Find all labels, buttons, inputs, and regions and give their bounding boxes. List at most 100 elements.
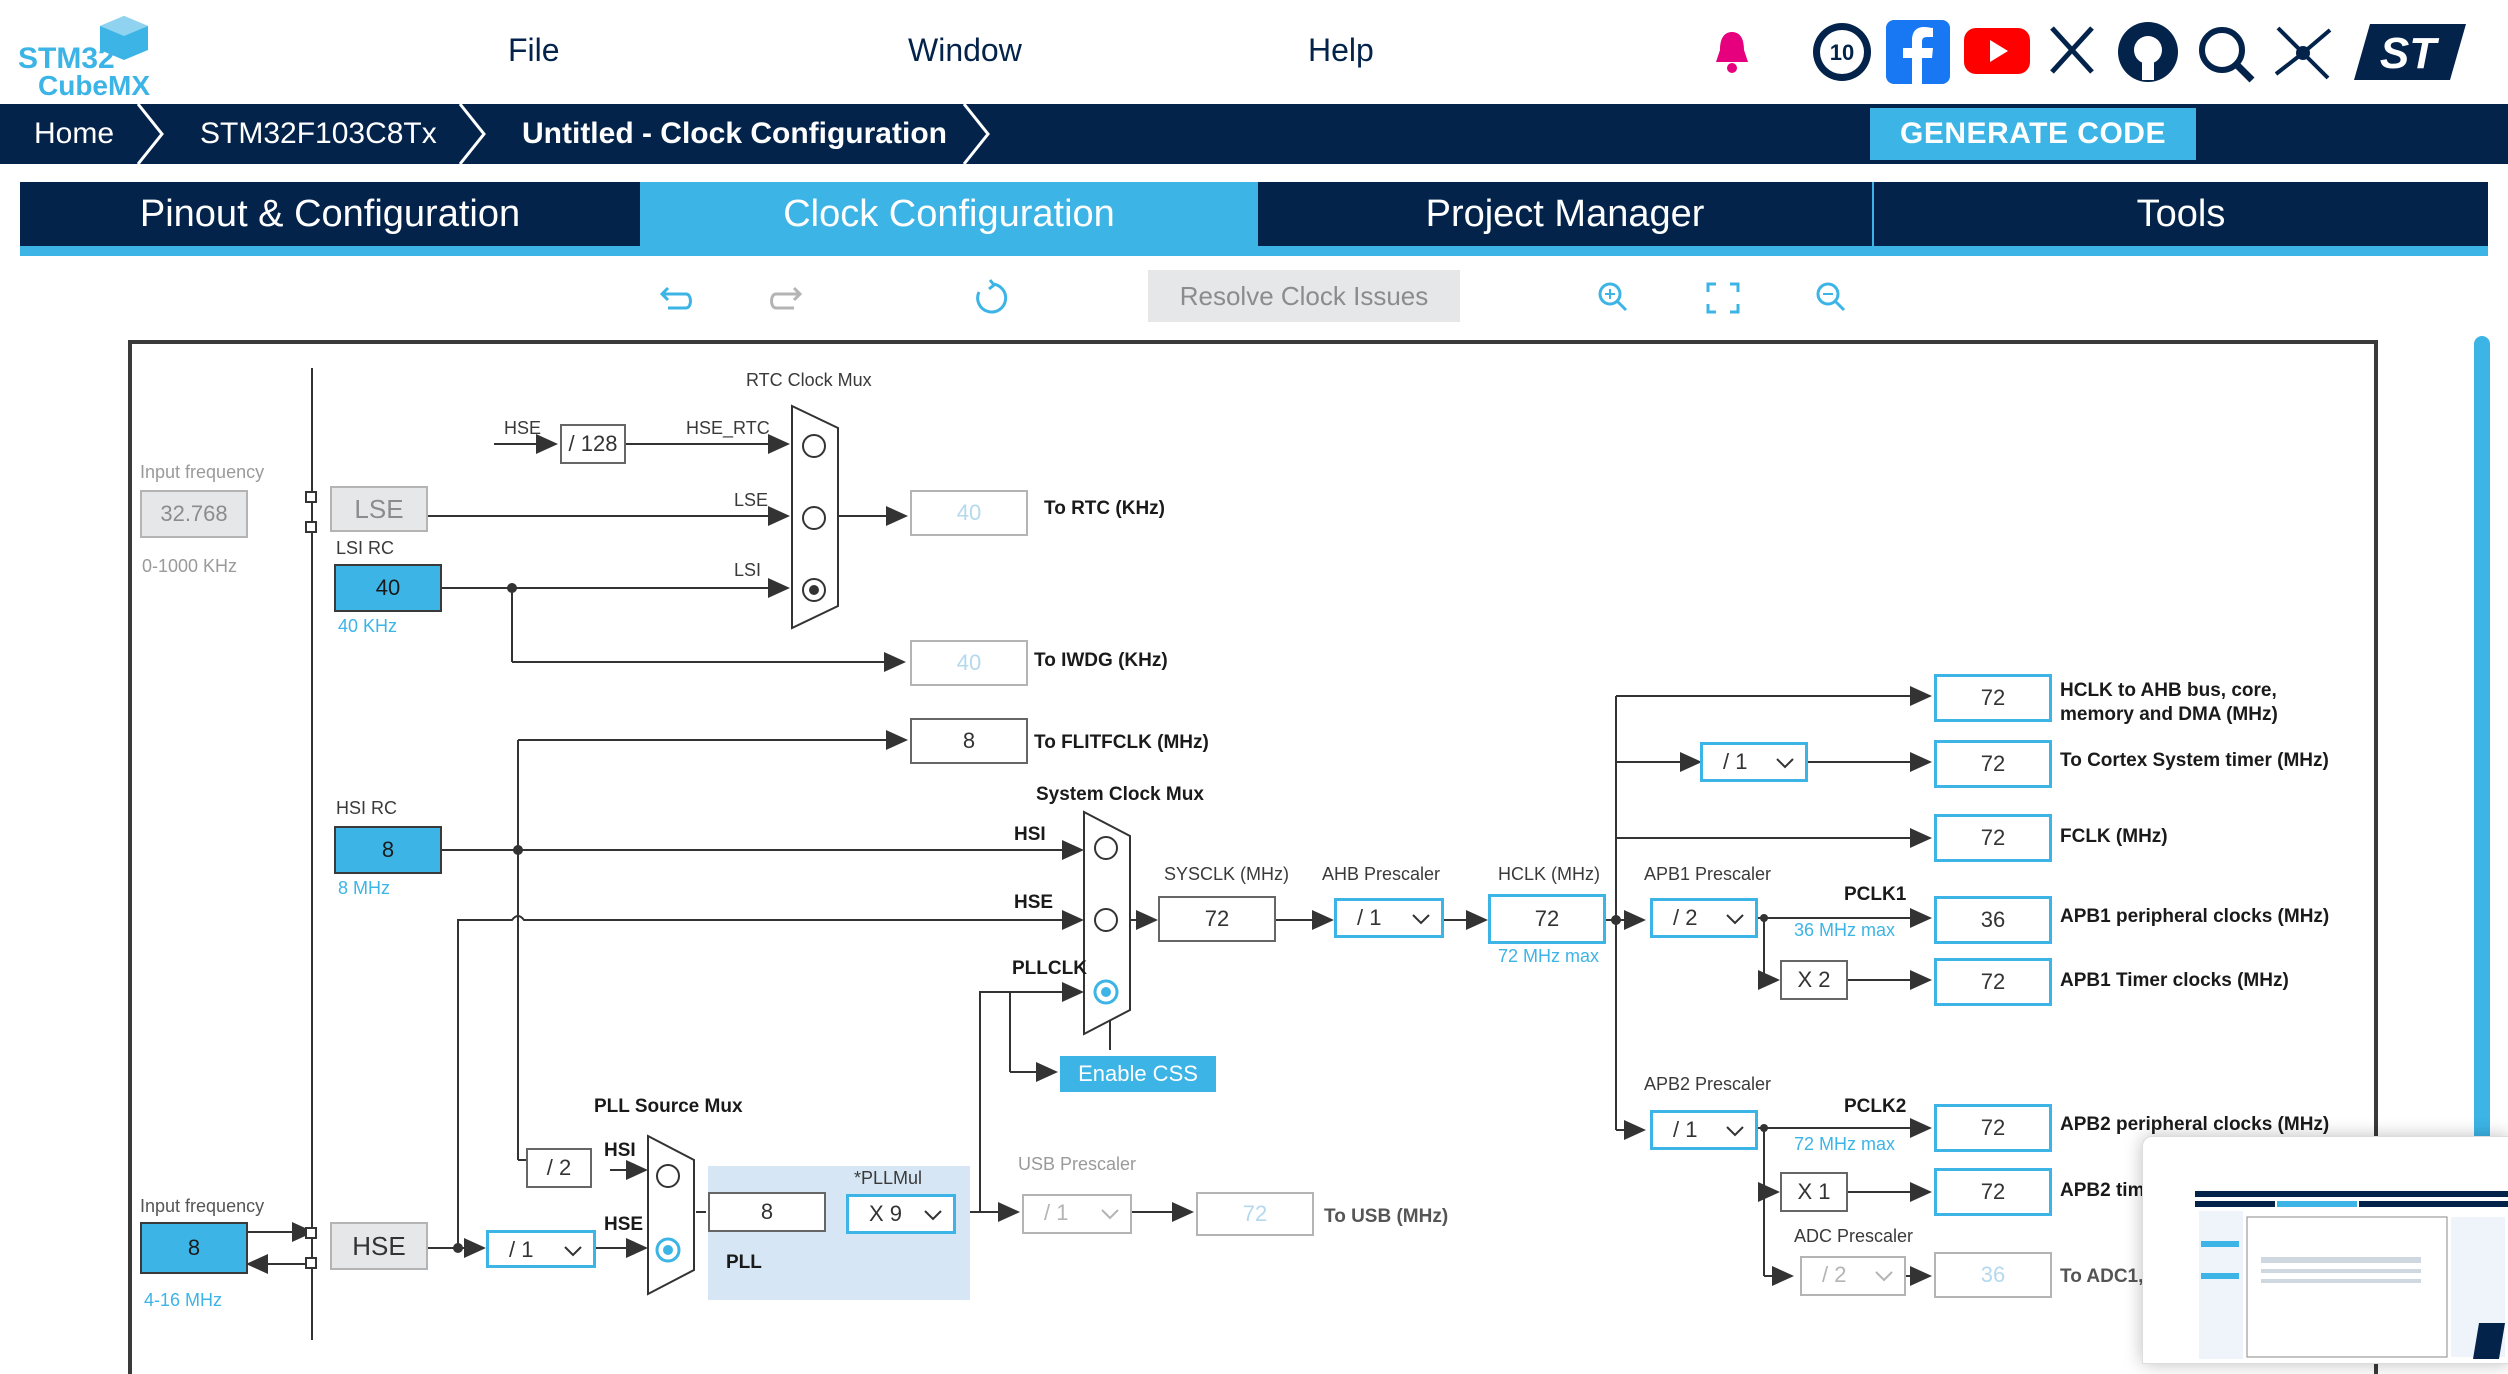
pll-hse-label: HSE	[604, 1214, 644, 1235]
menu-window[interactable]: Window	[908, 32, 1022, 68]
usb-prescaler-value: / 1	[1044, 1200, 1069, 1225]
usb-prescaler-label: USB Prescaler	[1018, 1154, 1137, 1174]
tab-clock-configuration[interactable]: Clock Configuration	[642, 182, 1256, 246]
pll-input-value: 8	[708, 1192, 826, 1232]
hclk-max: 72 MHz max	[1498, 946, 1600, 966]
chevron-down-icon	[1776, 758, 1794, 769]
fit-to-screen-icon[interactable]	[1702, 278, 1746, 318]
st-logo-icon[interactable]: ST	[2350, 20, 2470, 84]
lse-wire-label: LSE	[734, 490, 769, 510]
lse-input-frequency-field[interactable]: 32.768	[140, 490, 248, 538]
sysmux-pllclk-label: PLLCLK	[1012, 958, 1087, 979]
hsi-div2-box: / 2	[526, 1148, 592, 1188]
output-label-apb1-peripheral: APB1 peripheral clocks (MHz)	[2060, 906, 2330, 927]
pllmul-title: *PLLMul	[854, 1168, 923, 1188]
cortex-timer-divider-value: / 1	[1723, 749, 1748, 774]
apb1-prescaler-select[interactable]: / 2	[1650, 898, 1758, 938]
hsi-rc-value: 8	[334, 826, 442, 874]
tab-project-manager[interactable]: Project Manager	[1258, 182, 1872, 246]
resolve-clock-issues-button[interactable]: Resolve Clock Issues	[1148, 270, 1460, 322]
menu-help[interactable]: Help	[1308, 32, 1374, 68]
hse-input-frequency-field[interactable]: 8	[140, 1222, 248, 1274]
menu-file[interactable]: File	[508, 32, 560, 68]
sysclk-label: SYSCLK (MHz)	[1164, 864, 1290, 884]
usb-prescaler-select[interactable]: / 1	[1022, 1194, 1132, 1234]
pllmul-select[interactable]: X 9	[846, 1194, 956, 1234]
hse-divider-select[interactable]: / 1	[486, 1230, 596, 1268]
anniversary-badge-icon[interactable]: 10	[1810, 20, 1874, 84]
ahb-prescaler-value: / 1	[1357, 905, 1382, 930]
chevron-right-icon	[962, 104, 990, 164]
network-icon[interactable]	[2270, 20, 2336, 86]
svg-text:ST: ST	[2380, 29, 2439, 78]
ahb-prescaler-select[interactable]: / 1	[1334, 898, 1444, 938]
facebook-icon[interactable]	[1886, 20, 1950, 84]
chevron-down-icon	[1726, 914, 1744, 925]
pll-source-mux-title: PLL Source Mux	[594, 1096, 743, 1117]
output-value-apb1-peripheral[interactable]: 36	[1934, 896, 2052, 944]
youtube-icon[interactable]	[1964, 26, 2030, 76]
notification-bell-icon[interactable]	[1712, 28, 1752, 74]
hse-frequency-range: 4-16 MHz	[144, 1290, 223, 1310]
lse-oscillator[interactable]: LSE	[330, 486, 428, 532]
apb1-timer-x2-box: X 2	[1780, 960, 1848, 1000]
chevron-right-icon	[458, 104, 486, 164]
apb2-timer-x1-box: X 1	[1780, 1172, 1848, 1212]
chevron-down-icon	[564, 1246, 582, 1257]
top-header: STM32 CubeMX File Window Help 10 ST	[0, 0, 2508, 104]
output-value-cortex-timer[interactable]: 72	[1934, 740, 2052, 788]
output-label-apb2-peripheral: APB2 peripheral clocks (MHz)	[2060, 1114, 2330, 1135]
hse-input-frequency-label: Input frequency	[140, 1196, 265, 1216]
to-iwdg-value: 40	[910, 640, 1028, 686]
community-icon[interactable]	[2196, 24, 2256, 84]
apb1-prescaler-value: / 2	[1673, 905, 1698, 930]
lse-frequency-range: 0-1000 KHz	[142, 556, 238, 576]
output-value-apb1-timer[interactable]: 72	[1934, 958, 2052, 1006]
generate-code-button[interactable]: GENERATE CODE	[1870, 108, 2196, 160]
adc-prescaler-select[interactable]: / 2	[1800, 1256, 1906, 1296]
output-value-fclk[interactable]: 72	[1934, 814, 2052, 862]
undo-icon[interactable]	[656, 278, 700, 318]
output-label-fclk: FCLK (MHz)	[2060, 826, 2168, 847]
to-rtc-label: To RTC (KHz)	[1044, 498, 1166, 519]
sysclk-value: 72	[1158, 896, 1276, 942]
chevron-down-icon	[1726, 1126, 1744, 1137]
x-icon[interactable]	[2048, 24, 2096, 76]
zoom-in-icon[interactable]	[1592, 278, 1636, 318]
logo-line1: STM32	[18, 42, 115, 75]
output-label-hclk-ahb: HCLK to AHB bus, core,	[2060, 680, 2277, 701]
github-icon[interactable]	[2116, 20, 2180, 84]
enable-css-button[interactable]: Enable CSS	[1060, 1056, 1216, 1092]
ahb-prescaler-label: AHB Prescaler	[1322, 864, 1441, 884]
cortex-timer-divider-select[interactable]: / 1	[1700, 742, 1808, 782]
cube-logo-icon	[100, 16, 148, 60]
hse-rtc-in-label: HSE	[504, 418, 542, 438]
tab-tools[interactable]: Tools	[1874, 182, 2488, 246]
output-value-apb2-peripheral[interactable]: 72	[1934, 1104, 2052, 1152]
hclk-value[interactable]: 72	[1488, 894, 1606, 944]
output-value-apb2-timer[interactable]: 72	[1934, 1168, 2052, 1216]
breadcrumb-home[interactable]: Home	[34, 117, 115, 150]
redo-icon[interactable]	[762, 278, 806, 318]
output-label-adc: To ADC1,	[2060, 1266, 2144, 1287]
minimap-preview[interactable]	[2142, 1136, 2508, 1364]
output-label-apb1-timer: APB1 Timer clocks (MHz)	[2060, 970, 2289, 991]
breadcrumb-current: Untitled - Clock Configuration	[522, 117, 947, 150]
breadcrumb-device[interactable]: STM32F103C8Tx	[200, 117, 437, 150]
lse-input-frequency-label: Input frequency	[140, 462, 265, 482]
output-value-hclk-ahb[interactable]: 72	[1934, 674, 2052, 722]
reset-icon[interactable]	[970, 278, 1014, 318]
pll-label: PLL	[726, 1252, 762, 1273]
output-value-adc: 36	[1934, 1252, 2052, 1298]
apb2-prescaler-select[interactable]: / 1	[1650, 1110, 1758, 1150]
tab-pinout-configuration[interactable]: Pinout & Configuration	[20, 182, 640, 246]
sysmux-hse-label: HSE	[1014, 892, 1054, 913]
adc-prescaler-label: ADC Prescaler	[1794, 1226, 1914, 1246]
to-flitfclk-label: To FLITFCLK (MHz)	[1034, 732, 1209, 753]
vertical-scrollbar[interactable]	[2474, 336, 2490, 1276]
hse-oscillator[interactable]: HSE	[330, 1222, 428, 1270]
lsi-rc-title: LSI RC	[336, 538, 395, 558]
pll-hsi-label: HSI	[604, 1140, 636, 1161]
zoom-out-icon[interactable]	[1810, 278, 1854, 318]
